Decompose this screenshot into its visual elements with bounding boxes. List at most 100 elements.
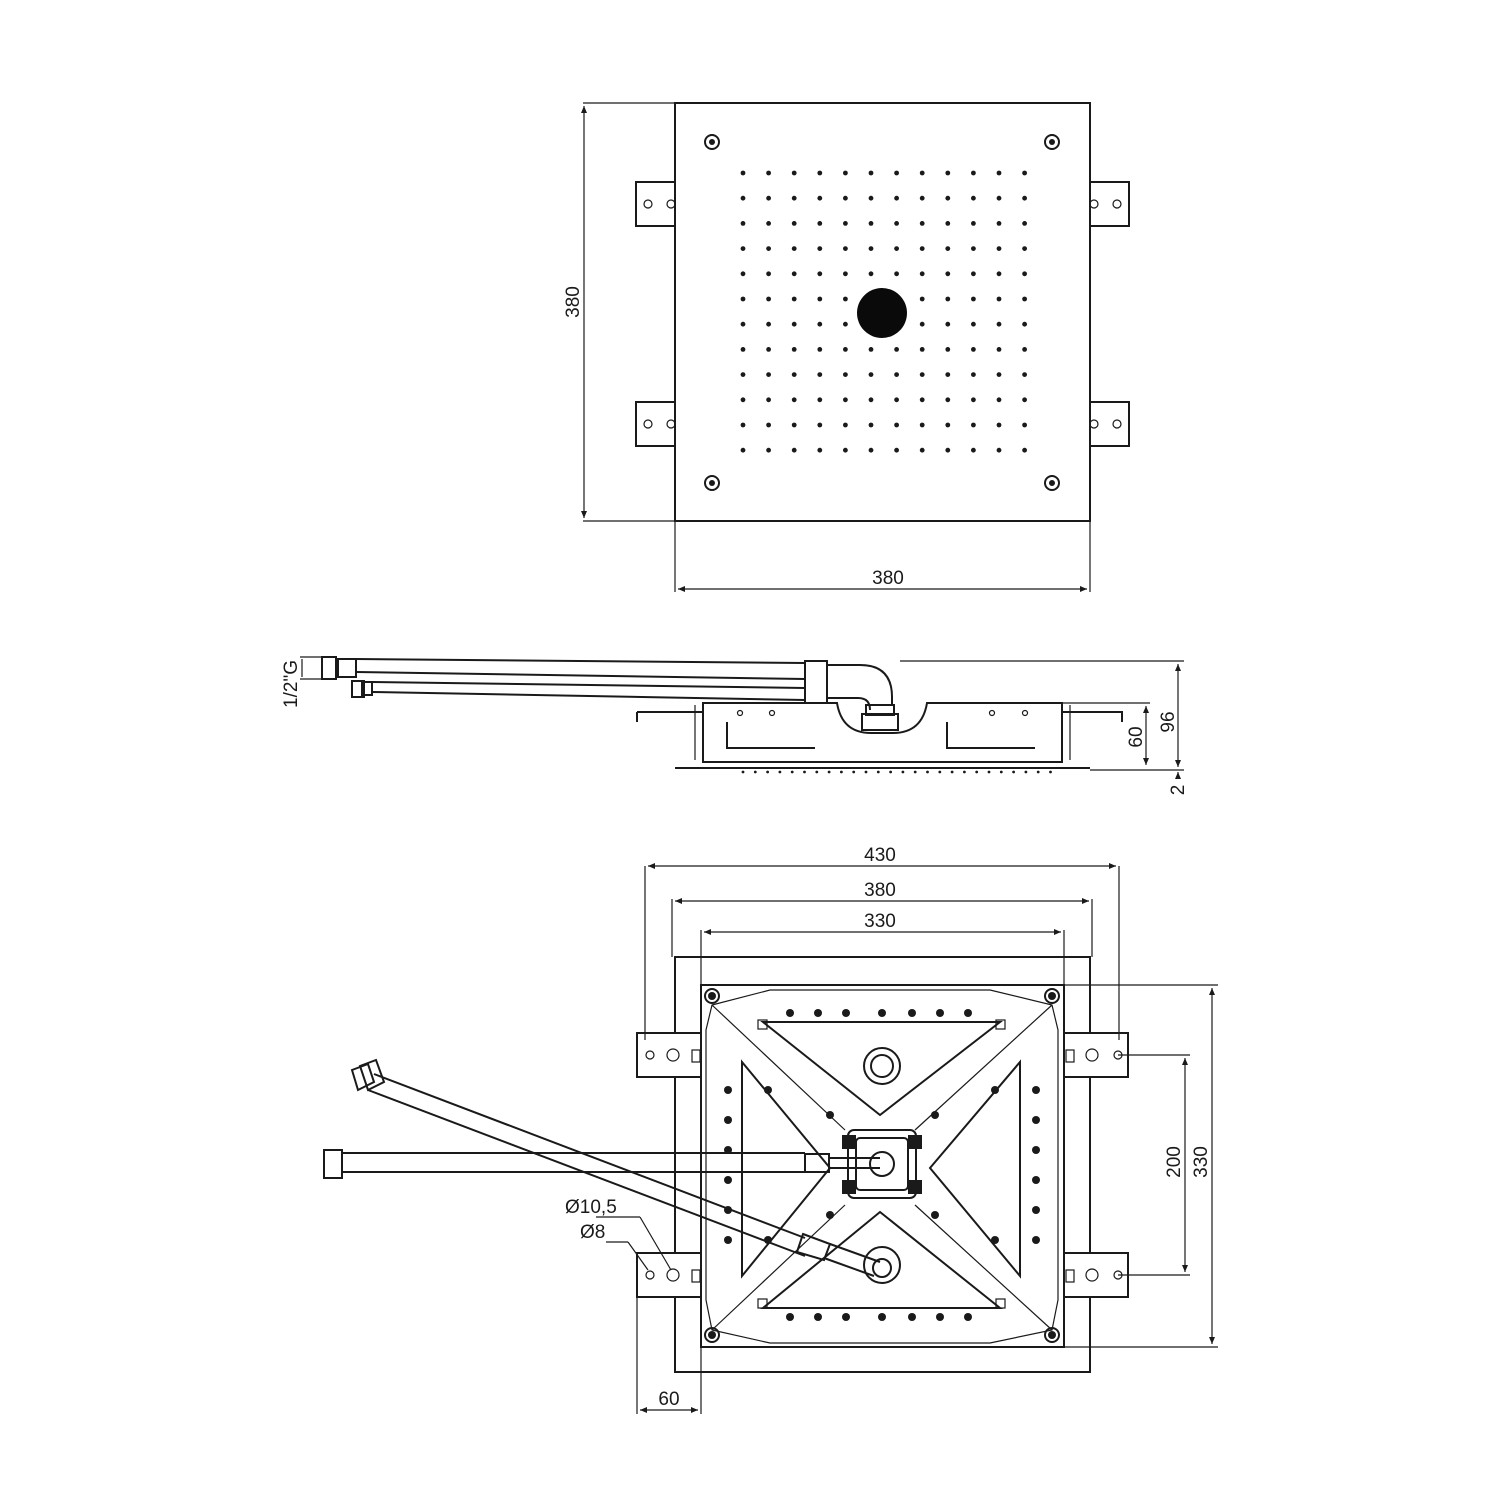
nozzle (919, 271, 925, 277)
nozzle (791, 447, 797, 453)
nozzle (840, 770, 843, 774)
top-view-center-light (857, 288, 907, 338)
nozzle (740, 347, 746, 352)
nozzle (926, 770, 929, 774)
nozzle (766, 372, 771, 377)
top-view-screws (704, 134, 1060, 491)
nozzle (791, 296, 797, 302)
nozzle (815, 770, 819, 774)
nozzle (901, 770, 905, 774)
nozzle (817, 397, 823, 403)
nozzle (945, 170, 951, 176)
bottom-view-plate-width-label: 380 (864, 880, 896, 901)
nozzle (791, 397, 797, 403)
nozzle (971, 195, 976, 201)
mounting-hole (1032, 1176, 1040, 1184)
mounting-hole (908, 1313, 916, 1321)
nozzle (996, 447, 1002, 453)
nozzle (868, 422, 874, 428)
nozzle (864, 770, 868, 774)
nozzle (971, 246, 976, 252)
nozzle (791, 422, 797, 428)
nozzle (843, 170, 848, 176)
nozzle (740, 195, 746, 201)
side-view-nozzle-row (741, 770, 1052, 774)
bottom-view-hole-large-label: Ø10,5 (565, 1197, 617, 1218)
side-view-total-height-label: 96 (1158, 711, 1179, 732)
bottom-view-bracket-spacing-label: 200 (1164, 1146, 1185, 1178)
nozzle (1022, 347, 1027, 352)
side-view: 1/2"G 96 60 2 (281, 656, 1189, 795)
mounting-hole (814, 1313, 822, 1321)
nozzle (996, 195, 1002, 201)
nozzle (950, 770, 954, 774)
mounting-hole (842, 1313, 850, 1321)
nozzle (971, 170, 976, 176)
nozzle (868, 447, 874, 453)
side-view-thread-label: 1/2"G (281, 660, 302, 708)
mounting-hole (936, 1313, 944, 1321)
nozzle (868, 170, 874, 176)
nozzle (876, 770, 880, 774)
nozzle (894, 246, 899, 252)
nozzle (945, 347, 951, 352)
nozzle (919, 397, 925, 403)
mounting-hole (936, 1009, 944, 1017)
nozzle (919, 170, 925, 176)
mounting-hole (814, 1009, 822, 1017)
nozzle (894, 397, 899, 403)
nozzle (919, 422, 925, 428)
nozzle (817, 246, 823, 252)
mounting-hole (724, 1236, 732, 1244)
mounting-hole (1032, 1086, 1040, 1094)
nozzle (1022, 271, 1027, 277)
nozzle (971, 296, 976, 302)
nozzle (1049, 770, 1052, 774)
nozzle (971, 321, 976, 327)
nozzle (766, 347, 771, 352)
nozzle (843, 195, 848, 201)
mounting-hole (1032, 1206, 1040, 1214)
nozzle (843, 271, 848, 277)
nozzle (803, 770, 806, 774)
nozzle (791, 195, 797, 201)
nozzle (868, 347, 874, 352)
nozzle (996, 372, 1002, 377)
mounting-hole (964, 1009, 972, 1017)
mounting-hole (908, 1009, 916, 1017)
nozzle (919, 221, 925, 226)
nozzle (868, 397, 874, 403)
nozzle (791, 170, 797, 176)
nozzle (817, 447, 823, 453)
nozzle (766, 271, 771, 277)
mounting-hole (1032, 1116, 1040, 1124)
mounting-hole (878, 1313, 886, 1321)
nozzle (945, 195, 951, 201)
top-view: 380 380 (563, 102, 1130, 592)
nozzle (740, 296, 746, 302)
nozzle (1022, 397, 1027, 403)
nozzle (1022, 296, 1027, 302)
nozzle (740, 422, 746, 428)
nozzle (1036, 770, 1040, 774)
top-view-nozzle-grid (740, 170, 1027, 453)
nozzle (766, 296, 771, 302)
nozzle (766, 246, 771, 252)
nozzle (766, 397, 771, 403)
nozzle (945, 321, 951, 327)
nozzle (1022, 321, 1027, 327)
bottom-view-hole-small-label: Ø8 (580, 1222, 605, 1243)
mounting-hole (991, 1236, 999, 1244)
nozzle (827, 770, 831, 774)
bottom-view-corner-screws (704, 988, 1060, 1343)
nozzle (843, 321, 848, 327)
nozzle (996, 321, 1002, 327)
nozzle (971, 347, 976, 352)
nozzle (938, 770, 942, 774)
nozzle (919, 372, 925, 377)
nozzle (919, 246, 925, 252)
nozzle (817, 296, 823, 302)
nozzle (999, 770, 1003, 774)
nozzle (817, 372, 823, 377)
